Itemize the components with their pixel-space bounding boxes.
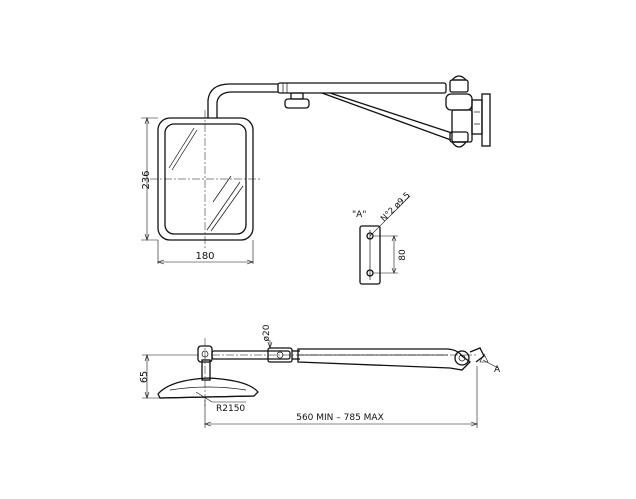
view-marker-label: A (494, 365, 501, 375)
tube-diameter-label: ø20 (262, 324, 272, 341)
clamp-knob (284, 92, 310, 109)
mirror-side-body (157, 377, 259, 399)
side-arm-tube (297, 348, 471, 371)
mounting-plate (481, 93, 491, 147)
dimension-tube-diameter: ø20 (262, 324, 273, 349)
hole-spacing-label: 80 (398, 249, 408, 261)
hole-spec-label: N°2 ø9.5 (379, 191, 413, 225)
view-arrow-a: A (479, 353, 501, 375)
mirror-arm (207, 83, 278, 118)
radius-label: R2150 (216, 404, 245, 414)
dimension-width-label: 180 (195, 251, 214, 262)
dimension-height-label: 236 (141, 170, 152, 189)
dimension-side-height: 65 (139, 354, 198, 399)
detail-view-label: "A" (352, 210, 366, 220)
side-height-label: 65 (139, 371, 150, 383)
glass-glare-lines (168, 127, 244, 232)
hinge-bracket (445, 75, 491, 148)
length-label: 560 MIN – 785 MAX (296, 413, 384, 423)
detail-view-a: "A" N°2 ø9.5 80 (352, 191, 413, 285)
front-view: 236 180 (141, 75, 491, 265)
mirror-stem (201, 359, 211, 381)
dimension-length: 560 MIN – 785 MAX (204, 366, 478, 428)
dimension-height: 236 (141, 117, 158, 241)
mirror-glass (164, 123, 247, 235)
support-strut (321, 92, 452, 141)
arm-tube (277, 82, 447, 94)
dimension-radius: R2150 (195, 391, 246, 414)
side-hinge-pivot (454, 350, 470, 366)
bracket-plate (359, 225, 381, 285)
side-view: A ø20 65 R2150 (139, 324, 501, 428)
dimension-width: 180 (157, 240, 254, 265)
